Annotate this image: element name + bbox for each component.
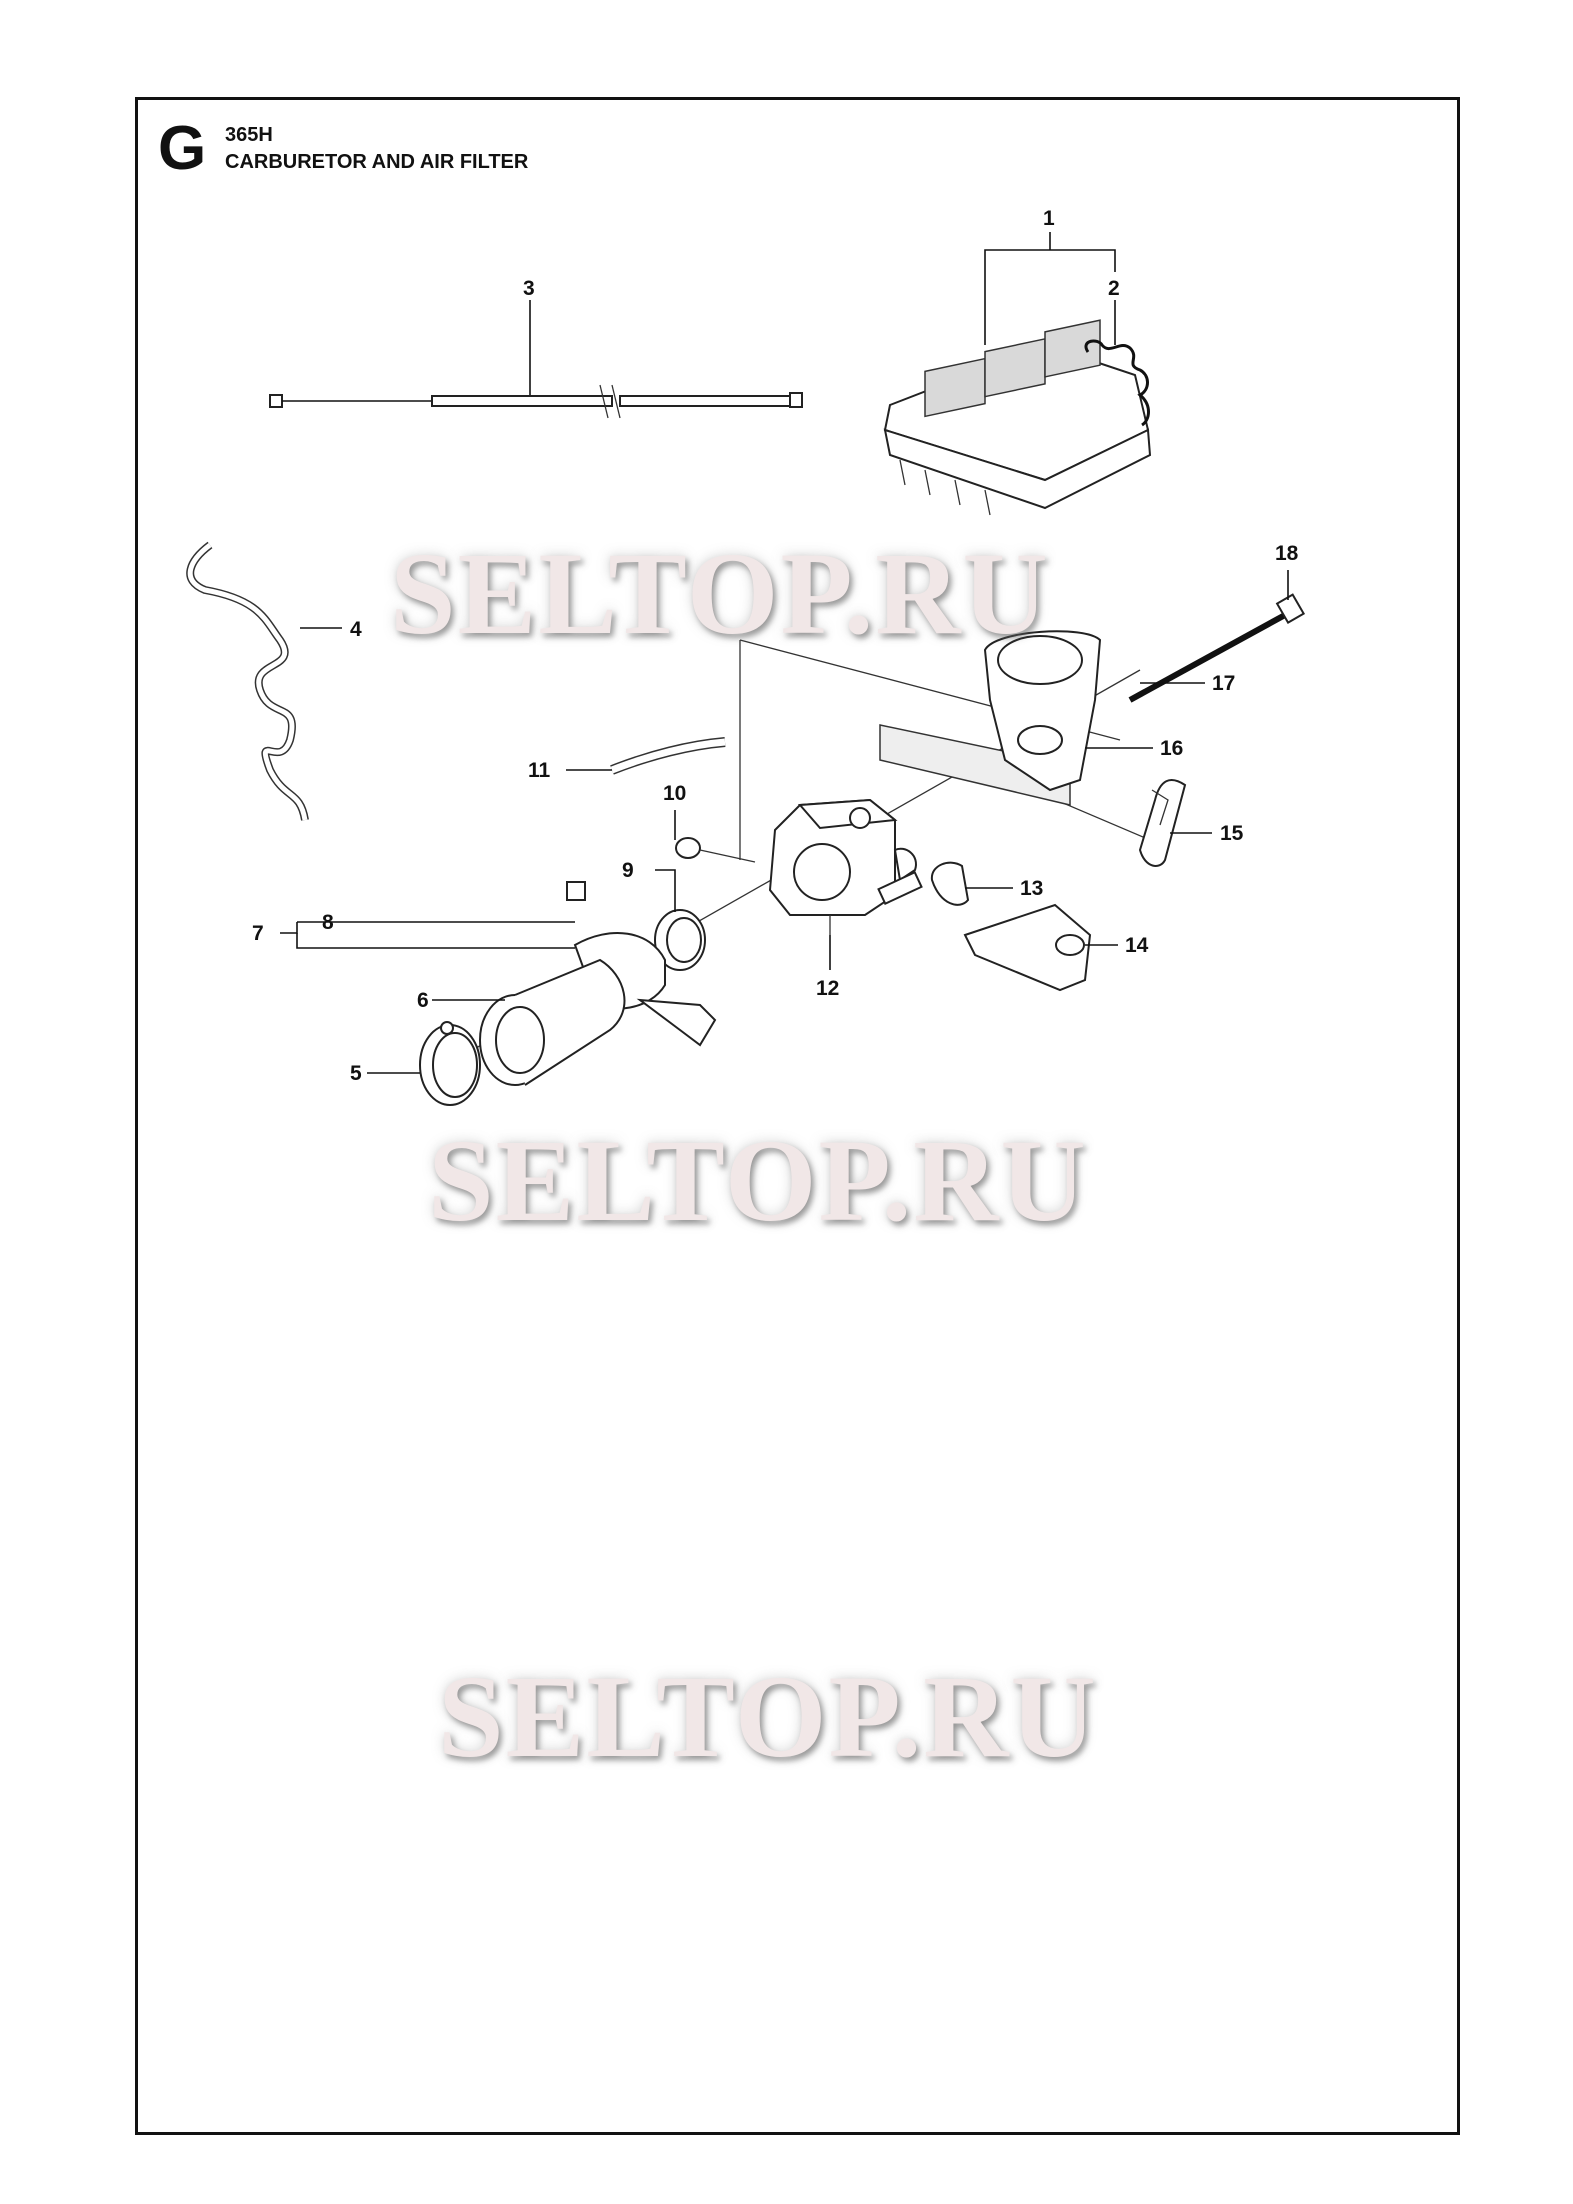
callout-1: 1 [1043,207,1055,230]
screw-part [675,837,756,863]
leader-lines [280,232,1289,1074]
callout-16: 16 [1160,737,1183,760]
callout-8: 8 [322,911,334,934]
page-title: CARBURETOR AND AIR FILTER [225,151,529,173]
callout-10: 10 [663,782,686,805]
callout-12: 12 [816,977,839,1000]
callout-11: 11 [528,759,551,782]
clip-part [566,881,586,901]
intake-boot-part [479,958,626,1086]
choke-valve-part [930,861,970,906]
callout-15: 15 [1220,822,1244,845]
callout-7: 7 [252,922,264,945]
bolt-part [1128,593,1306,703]
choke-cable-part [269,384,803,419]
hose-clamp-part [419,1021,481,1106]
page-frame [135,97,1460,2135]
callout-6: 6 [417,989,429,1012]
throttle-part [963,903,1092,992]
callout-14: 14 [1125,934,1149,957]
gasket-ring-part [654,909,706,971]
intake-adapter-part [983,630,1102,792]
carburetor-part [768,798,923,935]
callout-18: 18 [1275,542,1299,565]
callout-17: 17 [1212,672,1235,695]
watermark: SELTOP.RU [438,1651,1098,1782]
air-filter-part [883,319,1152,516]
callout-13: 13 [1020,877,1043,900]
callout-4: 4 [350,618,362,641]
impulse-hose-part [610,737,726,775]
callout-2: 2 [1108,277,1120,300]
air-filter-clip [1084,339,1150,427]
callout-5: 5 [350,1062,362,1085]
fuel-hose-part [186,541,309,821]
callout-3: 3 [523,277,535,300]
model-name: 365H [225,124,273,146]
callout-9: 9 [622,859,634,882]
choke-lever-part [1138,779,1187,867]
section-letter: G [158,114,207,183]
watermark: SELTOP.RU [390,528,1050,659]
watermark: SELTOP.RU [428,1115,1088,1246]
